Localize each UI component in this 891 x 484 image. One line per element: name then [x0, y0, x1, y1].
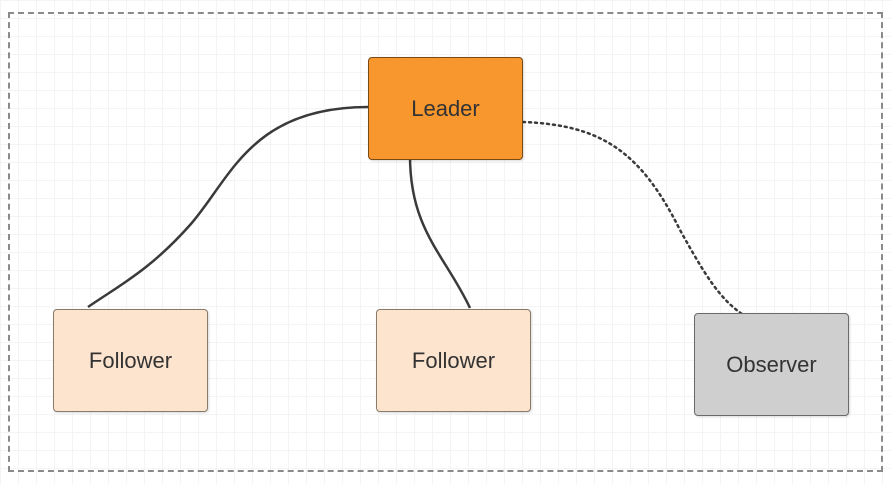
observer-node[interactable]: Observer — [694, 313, 849, 416]
follower-node-1[interactable]: Follower — [53, 309, 208, 412]
leader-label: Leader — [411, 95, 480, 121]
observer-label: Observer — [726, 351, 817, 377]
diagram-frame — [8, 12, 883, 472]
leader-node[interactable]: Leader — [368, 57, 523, 160]
follower-label-2: Follower — [411, 347, 496, 373]
follower-node-2[interactable]: Follower — [376, 309, 531, 412]
follower-label-1: Follower — [88, 347, 173, 373]
edge-leader-follower-2 — [408, 155, 472, 309]
edge-leader-observer — [521, 120, 747, 318]
edge-leader-follower-1 — [87, 105, 369, 309]
